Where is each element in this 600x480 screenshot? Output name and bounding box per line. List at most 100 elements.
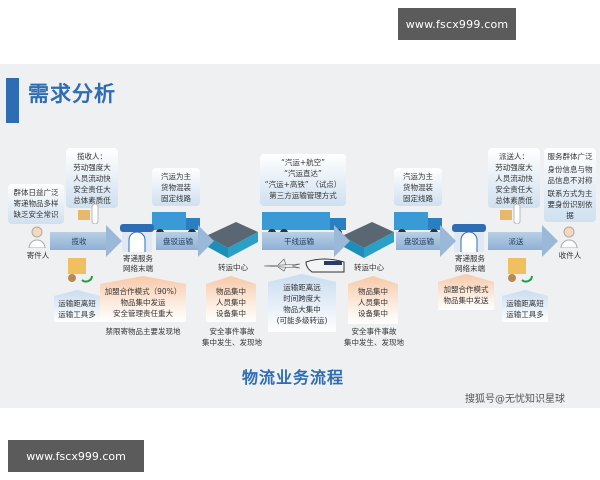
person-icon bbox=[560, 226, 578, 248]
note-transit-2: 安全事件事故 集中发生、发现地 bbox=[342, 326, 406, 348]
callout-collector: 揽收人： 劳动强度大 人员流动快 安全责任大 总体素质低 bbox=[66, 148, 118, 208]
flow-label: 干线运输 bbox=[284, 236, 314, 246]
flow-label: 盘驳运输 bbox=[404, 236, 434, 246]
callout-line: 加盟合作模式（90%） bbox=[104, 287, 182, 296]
node-network-end-1: 寄递服务 网络末端 bbox=[123, 254, 153, 273]
flow-label: 派送 bbox=[508, 236, 524, 246]
flow-step-shuttle-2: 盘驳运输 bbox=[396, 232, 442, 250]
callout-line: 物品集中 bbox=[216, 287, 246, 296]
callout-transit-2: 物品集中 人员集中 设备集中 bbox=[348, 276, 398, 324]
arrow-head-icon bbox=[542, 225, 558, 257]
callout-line: 服务群体广泛 bbox=[547, 152, 593, 161]
package-courier-icon bbox=[78, 204, 99, 224]
person-icon bbox=[28, 226, 46, 248]
watermark-top: www.fscx999.com bbox=[398, 8, 516, 40]
callout-line: 运输工具多 bbox=[58, 310, 96, 319]
package-courier-icon bbox=[500, 204, 521, 224]
flow-step-trunk: 干线运输 bbox=[262, 232, 336, 250]
arrow-head-icon bbox=[440, 225, 456, 257]
callout-line: 总体素质低 bbox=[495, 196, 533, 205]
callout-line: 设备集中 bbox=[358, 309, 388, 318]
arrow-head-icon bbox=[198, 225, 214, 257]
callout-network-end-2: 加盟合作模式 物品集中发送 bbox=[438, 274, 494, 310]
callout-line: 安全责任大 bbox=[495, 185, 533, 194]
callout-line: 安全责任大 bbox=[73, 185, 111, 194]
callout-line: 揽收人： bbox=[77, 152, 107, 161]
callout-line: 货物混装 bbox=[403, 183, 433, 192]
callout-line: 人员流动快 bbox=[73, 174, 111, 183]
airplane-icon bbox=[263, 258, 301, 272]
note-line: 安全事件事故 bbox=[209, 327, 255, 336]
callout-line: 物品大集中 bbox=[283, 305, 321, 314]
callout-receiver-note: 服务群体广泛 身份信息与物品信息不对称 联系方式为主要身份识别依据 bbox=[544, 148, 596, 222]
slide: 需求分析 群体日益广泛 寄递物品多样 缺乏安全常识 揽收人： 劳动强度大 人员流… bbox=[0, 64, 600, 408]
callout-shuttle-1: 汽运为主 货物混装 固定线路 bbox=[152, 168, 200, 206]
flow-step-shuttle-1: 盘驳运输 bbox=[156, 232, 200, 250]
flow-label: 揽收 bbox=[71, 236, 87, 246]
node-transit-1: 转运中心 bbox=[218, 263, 248, 272]
callout-line: 寄递物品多样 bbox=[13, 199, 59, 208]
callout-line: 安全管理责任重大 bbox=[113, 309, 173, 318]
source-credit: 搜狐号@无忧知识星球 bbox=[465, 394, 565, 405]
callout-line: 固定线路 bbox=[403, 194, 433, 203]
callout-line: 运输距离短 bbox=[58, 299, 96, 308]
callout-delivery-transport: 运输距离短 运输工具多 bbox=[502, 290, 548, 322]
node-sender: 寄件人 bbox=[26, 251, 50, 260]
callout-trunk: “汽运+航空” “汽运直达” “汽运+高铁” （试点） 第三方运输管理方式 bbox=[260, 154, 346, 206]
callout-line: 时间跨度大 bbox=[283, 294, 321, 303]
watermark-bottom: www.fscx999.com bbox=[8, 440, 144, 472]
callout-line: “汽运直达” bbox=[284, 169, 322, 178]
callout-line: 运输距离短 bbox=[506, 299, 544, 308]
boxes-icon bbox=[68, 258, 93, 283]
flow-step-pickup: 揽收 bbox=[50, 232, 108, 250]
callout-line: 第三方运输管理方式 bbox=[269, 191, 337, 200]
storefront-icon bbox=[120, 224, 154, 252]
callout-deliverer: 派送人： 劳动强度大 人员流动快 安全责任大 总体素质低 bbox=[488, 148, 540, 208]
callout-line: 货物混装 bbox=[161, 183, 191, 192]
callout-line: 群体日益广泛 bbox=[13, 188, 59, 197]
slide-title: 需求分析 bbox=[28, 82, 116, 106]
callout-line: (可能多级转运) bbox=[276, 316, 328, 325]
node-network-end-2: 寄递服务 网络末端 bbox=[455, 254, 485, 273]
train-icon bbox=[305, 258, 345, 273]
callout-line: 联系方式为主要身份识别依据 bbox=[547, 189, 593, 220]
arrow-head-icon bbox=[334, 225, 350, 257]
callout-trunk-bottom: 运输距离远 时间跨度大 物品大集中 (可能多级转运) bbox=[268, 274, 336, 332]
callout-line: 汽运为主 bbox=[161, 172, 191, 181]
callout-line: 物品集中发运 bbox=[120, 298, 166, 307]
flow-label: 盘驳运输 bbox=[163, 236, 193, 246]
boxes-icon bbox=[508, 258, 533, 283]
note-line: 安全事件事故 bbox=[351, 327, 397, 336]
storefront-icon bbox=[452, 224, 486, 252]
callout-line: 运输工具多 bbox=[506, 310, 544, 319]
callout-line: 物品集中 bbox=[358, 287, 388, 296]
callout-line: 人员流动快 bbox=[495, 174, 533, 183]
callout-line: “汽运+高铁” （试点） bbox=[264, 180, 342, 189]
callout-line: 设备集中 bbox=[216, 309, 246, 318]
callout-line: 派送人： bbox=[499, 152, 529, 161]
callout-network-end-1: 加盟合作模式（90%） 物品集中发运 安全管理责任重大 bbox=[100, 276, 186, 322]
node-receiver: 收件人 bbox=[558, 251, 582, 260]
node-transit-2: 转运中心 bbox=[354, 263, 384, 272]
note-line: 集中发生、发现地 bbox=[344, 338, 404, 347]
note-transit-1: 安全事件事故 集中发生、发现地 bbox=[200, 326, 264, 348]
callout-sender-note: 群体日益广泛 寄递物品多样 缺乏安全常识 bbox=[8, 184, 64, 224]
callout-line: 劳动强度大 bbox=[495, 163, 533, 172]
diagram-caption: 物流业务流程 bbox=[242, 368, 345, 387]
callout-line: 固定线路 bbox=[161, 194, 191, 203]
flow-step-delivery: 派送 bbox=[488, 232, 544, 250]
note-line: 集中发生、发现地 bbox=[202, 338, 262, 347]
callout-line: 运输距离远 bbox=[283, 283, 321, 292]
callout-line: “汽运+航空” bbox=[280, 158, 326, 167]
callout-line: 物品集中发送 bbox=[443, 296, 489, 305]
callout-line: 总体素质低 bbox=[73, 196, 111, 205]
note-network-end-1: 禁限寄物品主要发现地 bbox=[105, 327, 181, 336]
callout-pickup-transport: 运输距离短 运输工具多 bbox=[54, 290, 100, 322]
callout-line: 身份信息与物品信息不对称 bbox=[547, 165, 593, 185]
callout-transit-1: 物品集中 人员集中 设备集中 bbox=[206, 276, 256, 322]
callout-shuttle-2: 汽运为主 货物混装 固定线路 bbox=[394, 168, 442, 206]
callout-line: 汽运为主 bbox=[403, 172, 433, 181]
callout-line: 缺乏安全常识 bbox=[13, 210, 59, 219]
callout-line: 人员集中 bbox=[216, 298, 246, 307]
callout-line: 劳动强度大 bbox=[73, 163, 111, 172]
